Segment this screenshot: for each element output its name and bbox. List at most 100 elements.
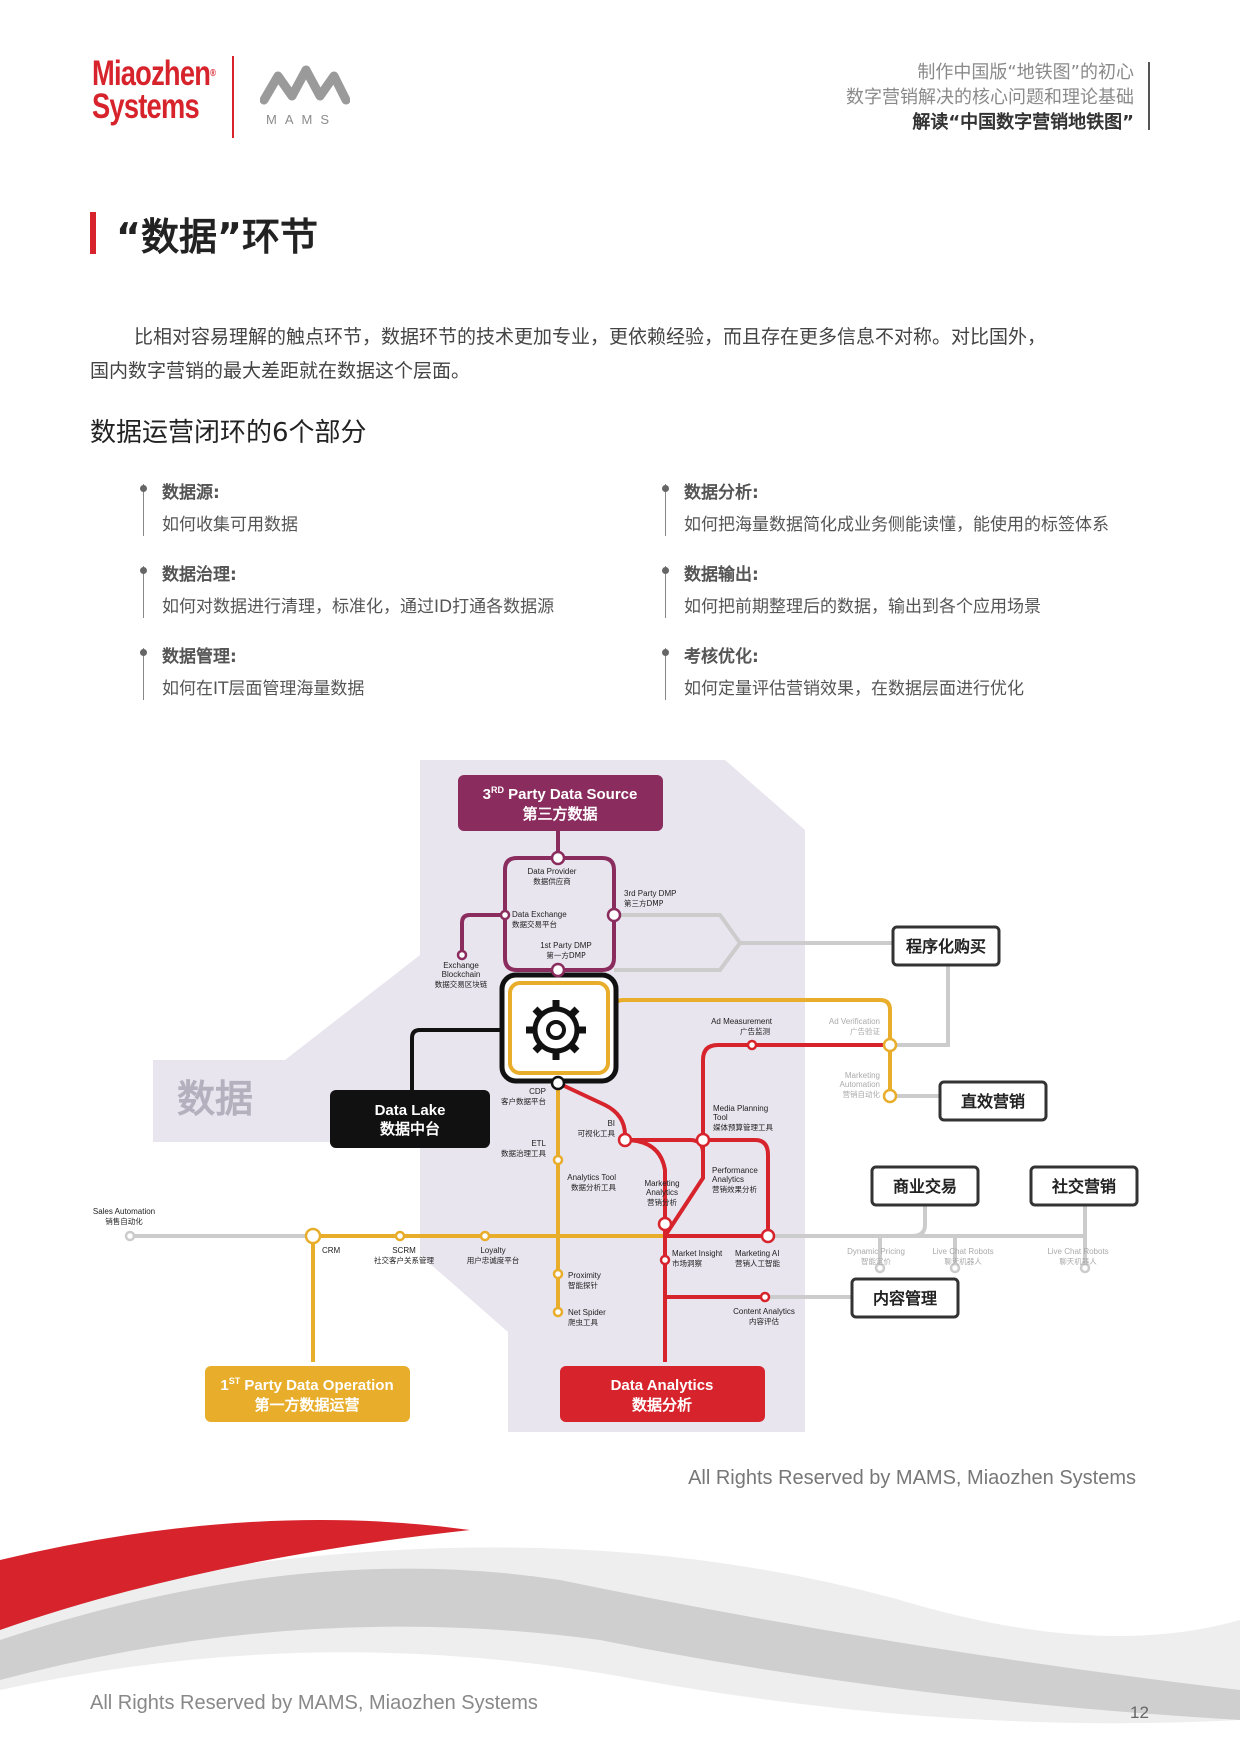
label-performance-en1: Performance: [712, 1166, 758, 1175]
label-proximity-cn: 智能探针: [568, 1280, 598, 1290]
wave-white: [0, 1652, 1240, 1754]
third-party-box: [458, 775, 663, 831]
gear-hub-inner: [508, 981, 610, 1075]
station-data-provider: [550, 850, 566, 866]
footer-wave: [0, 1520, 1240, 1754]
first-party-line1-pre: 1: [220, 1377, 228, 1394]
label-performance-cn: 营销效果分析: [712, 1184, 757, 1194]
label-etl-cn: 数据治理工具: [501, 1148, 546, 1158]
title-accent-bar: [90, 212, 96, 254]
label-live-chat-2-en: Live Chat Robots: [1047, 1247, 1108, 1256]
label-marketing-ai-en: Marketing AI: [735, 1249, 779, 1258]
label-cdp-en: CDP: [529, 1087, 546, 1096]
label-live-chat-1-en: Live Chat Robots: [932, 1247, 993, 1256]
grey-line-verification: [890, 966, 950, 1047]
label-marketing-automation-cn: 营销自动化: [843, 1089, 881, 1099]
station-third-dmp: [606, 907, 622, 923]
black-line: [410, 1028, 505, 1090]
station-first-dmp: [550, 962, 566, 978]
first-party-line1-sup: ST: [229, 1376, 241, 1386]
label-marketing-automation-en2: Automation: [840, 1080, 880, 1089]
output-programmatic-box: [891, 925, 1001, 967]
page-title: “数据”环节: [116, 215, 318, 259]
station-labels: Data Provider 数据供应商 Data Exchange 数据交易平台…: [93, 867, 1109, 1327]
logo-divider: [232, 56, 234, 138]
label-live-chat-1-cn: 聊天机器人: [944, 1256, 982, 1266]
part-item: 数据输出: 如何把前期整理后的数据，输出到各个应用场景: [662, 560, 1162, 642]
part-desc: 如何把海量数据简化成业务侧能读懂，能使用的标签体系: [684, 515, 1109, 535]
grey-line-commerce: [878, 1202, 957, 1268]
mams-mark-icon: [259, 65, 351, 105]
part-title: 数据治理:: [162, 565, 237, 585]
header-titles: 制作中国版“地铁图”的初心 数字营销解决的核心问题和理论基础 解读“中国数字营销…: [846, 60, 1134, 135]
output-commerce: 商业交易: [893, 1177, 957, 1196]
label-exchange-en: Exchange: [443, 961, 479, 970]
label-marketing-analytics-cn: 营销分析: [647, 1197, 677, 1207]
output-social: 社交营销: [1051, 1177, 1116, 1196]
data-lake-box: [330, 1090, 490, 1148]
output-commerce-box: [870, 1165, 980, 1207]
part-desc: 如何收集可用数据: [162, 515, 298, 535]
page-number: 12: [1130, 1703, 1149, 1722]
label-media-planning-en2: Tool: [713, 1113, 728, 1122]
label-media-planning-cn: 媒体预算管理工具: [713, 1122, 773, 1132]
gear-hub-outer: [499, 972, 619, 1084]
label-loyalty-cn: 用户忠诚度平台: [467, 1255, 520, 1265]
wave-grey-dark: [0, 1568, 1240, 1720]
label-data-provider-en: Data Provider: [528, 867, 577, 876]
label-analytics-tool-en: Analytics Tool: [567, 1173, 616, 1182]
label-cdp-cn: 客户数据平台: [501, 1096, 546, 1106]
label-marketing-ai-cn: 营销人工智能: [735, 1258, 780, 1268]
subheading: 数据运营闭环的6个部分: [90, 418, 367, 448]
label-dynamic-pricing-en: Dynamic Pricing: [847, 1247, 905, 1256]
part-item: 考核优化: 如何定量评估营销效果，在数据层面进行优化: [662, 642, 1162, 724]
label-content-analytics-cn: 内容评估: [749, 1316, 779, 1326]
label-live-chat-2-cn: 聊天机器人: [1059, 1256, 1097, 1266]
label-ad-measurement-en: Ad Measurement: [711, 1017, 773, 1026]
label-media-planning-en1: Media Planning: [713, 1104, 768, 1113]
output-content-box: [850, 1277, 960, 1319]
station-ad-measurement: [746, 1039, 758, 1051]
station-content-analytics: [759, 1291, 771, 1303]
intro-paragraph: 比相对容易理解的触点环节，数据环节的技术更加专业，更依赖经验，而且存在更多信息不…: [90, 320, 1150, 388]
label-data-exchange-en: Data Exchange: [512, 910, 567, 919]
label-ad-verification-en: Ad Verification: [829, 1017, 880, 1026]
data-analytics-line2: 数据分析: [632, 1396, 692, 1414]
label-crm-en: CRM: [322, 1246, 341, 1255]
part-title: 数据输出:: [684, 565, 759, 585]
station-market-insight: [659, 1254, 671, 1266]
third-party-line1-post: Party Data Source: [504, 786, 637, 803]
label-data-exchange-cn: 数据交易平台: [512, 919, 557, 929]
wave-red: [0, 1520, 470, 1630]
station-loyalty: [479, 1230, 491, 1242]
svg-text:3RD Party Data Source: 3RD Party Data Source: [483, 785, 638, 803]
part-item: 数据源: 如何收集可用数据: [140, 478, 660, 560]
label-data-provider-cn: 数据供应商: [533, 876, 571, 886]
label-marketing-analytics-en2: Analytics: [646, 1188, 678, 1197]
station-live-chat-2: [1079, 1262, 1091, 1274]
label-bi-en: BI: [607, 1119, 615, 1128]
first-party-box: [205, 1366, 410, 1422]
logo-line2: Systems: [92, 87, 200, 126]
part-desc: 如何在IT层面管理海量数据: [162, 679, 365, 699]
label-analytics-tool-cn: 数据分析工具: [571, 1182, 616, 1192]
station-etl: [552, 1154, 564, 1166]
station-ad-verification: [882, 1037, 898, 1053]
station-live-chat-1: [949, 1262, 961, 1274]
data-analytics-box: [560, 1366, 765, 1422]
label-scrm-cn: 社交客户关系管理: [374, 1255, 434, 1265]
third-party-line2: 第三方数据: [522, 805, 597, 823]
logo-line1: Miaozhen: [92, 54, 211, 93]
output-direct: 直效营销: [961, 1092, 1025, 1111]
header-line-3: 解读“中国数字营销地铁图”: [912, 112, 1134, 133]
station-proximity: [552, 1268, 564, 1280]
header-line-2: 数字营销解决的核心问题和理论基础: [846, 87, 1134, 108]
third-party-line1-sup: RD: [491, 785, 504, 795]
label-blockchain-cn: 数据交易区块链: [435, 979, 488, 989]
label-first-dmp-en: 1st Party DMP: [540, 941, 592, 950]
data-region-label: 数据: [177, 1077, 253, 1121]
third-party-line1-pre: 3: [483, 786, 491, 803]
label-market-insight-cn: 市场洞察: [672, 1258, 702, 1268]
part-desc: 如何把前期整理后的数据，输出到各个应用场景: [684, 597, 1041, 617]
label-first-dmp-cn: 第一方DMP: [546, 950, 586, 960]
